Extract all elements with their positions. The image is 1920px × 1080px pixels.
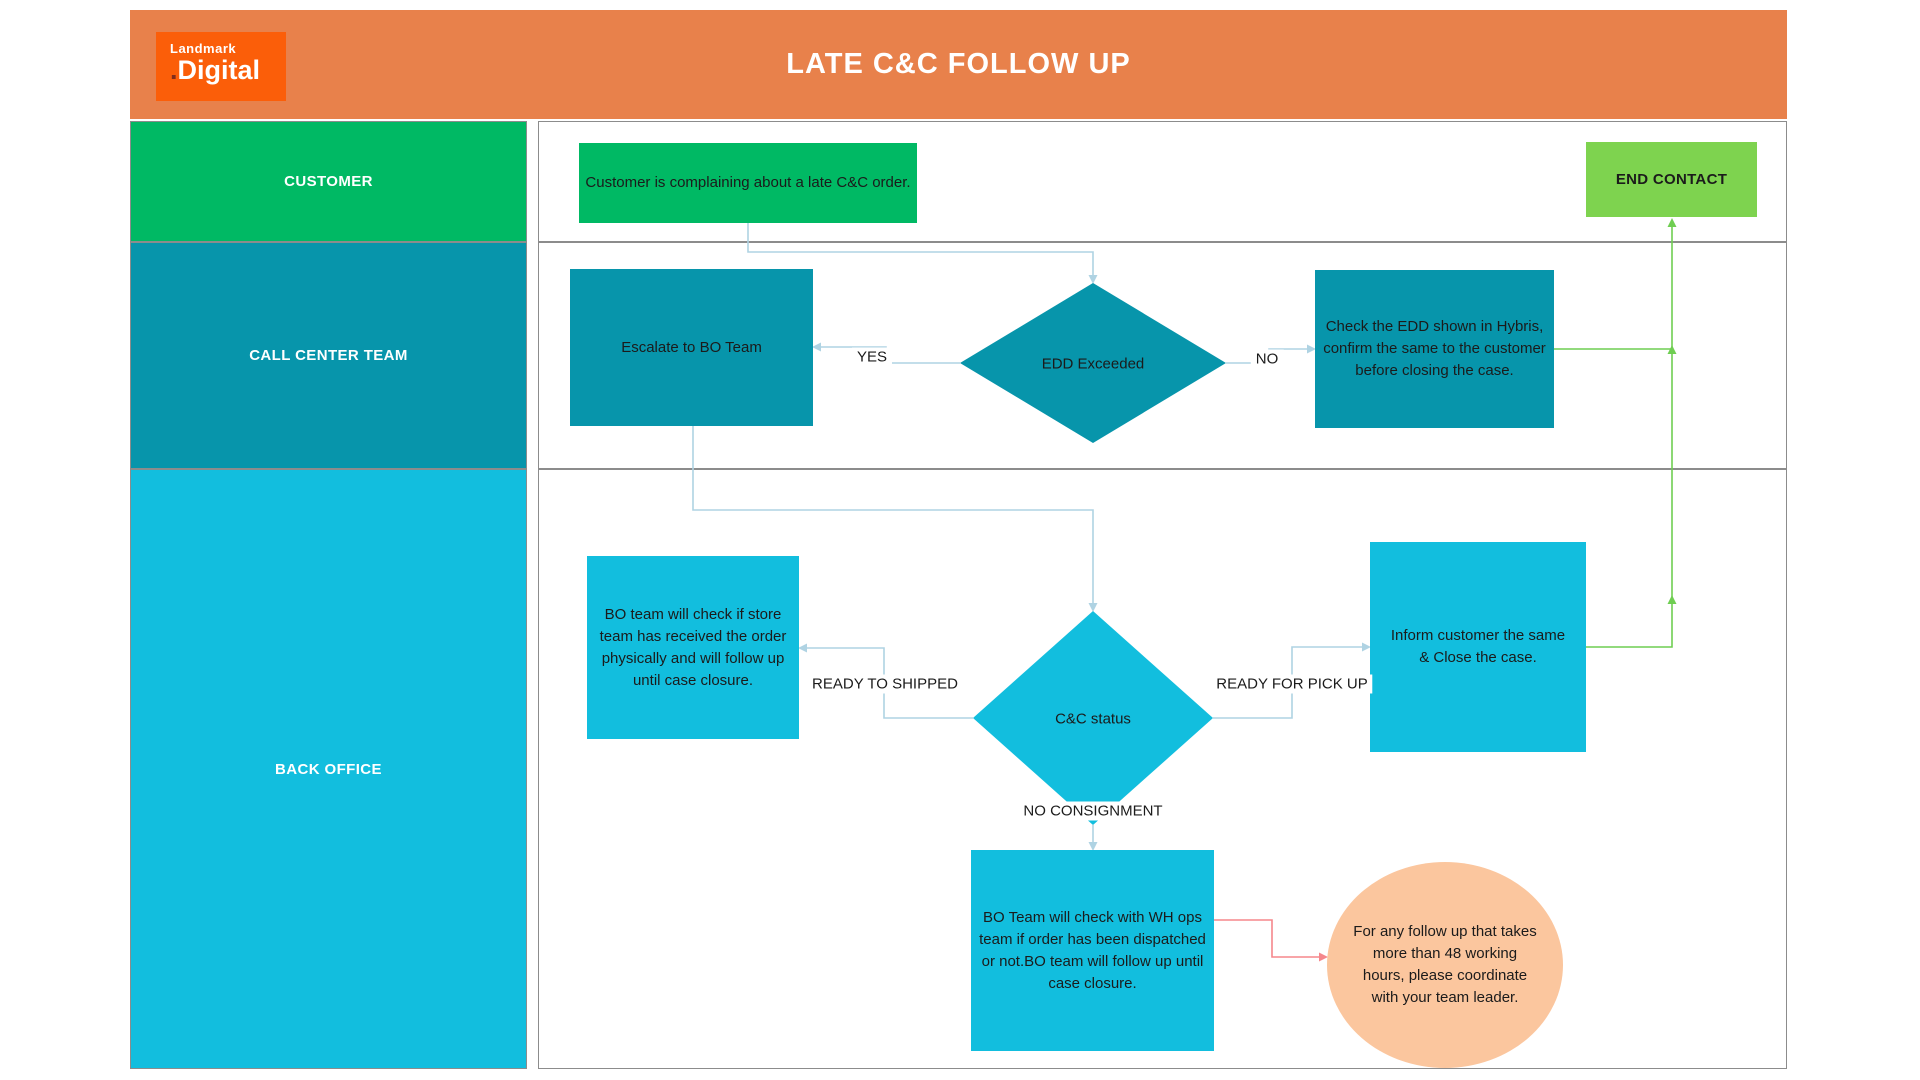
edge-label-yes: YES <box>851 347 893 367</box>
logo-dot: . <box>170 55 178 85</box>
edd-exceeded-diamond-label: EDD Exceeded <box>1041 355 1145 373</box>
header-band <box>130 10 1787 119</box>
lane-customer-label: CUSTOMER <box>284 173 373 190</box>
lane-back-office: BACK OFFICE <box>130 469 527 1069</box>
lane-customer: CUSTOMER <box>130 121 527 242</box>
cc-status-diamond-label: C&C status <box>1055 710 1131 728</box>
edge-label-ready-for-pick-up: READY FOR PICK UP <box>1211 674 1373 694</box>
edge-label-ready-to-shipped: READY TO SHIPPED <box>807 674 963 694</box>
page-title: LATE C&C FOLLOW UP <box>786 48 1131 80</box>
node-end-contact: END CONTACT <box>1586 142 1757 217</box>
lane-back-office-label: BACK OFFICE <box>275 760 382 778</box>
node-customer-complaint: Customer is complaining about a late C&C… <box>579 143 917 223</box>
edge-label-no-consignment: NO CONSIGNMENT <box>1018 801 1168 821</box>
node-check-edd-hybris: Check the EDD shown in Hybris, confirm t… <box>1315 270 1554 428</box>
edge-label-no: NO <box>1250 349 1284 369</box>
lane-call-center-label: CALL CENTER TEAM <box>249 347 408 364</box>
node-escalate-to-bo-team: Escalate to BO Team <box>570 269 813 426</box>
logo-digital-text: .Digital <box>170 55 261 85</box>
node-team-leader-note-ellipse: For any follow up that takes more than 4… <box>1327 862 1563 1068</box>
node-bo-store-check: BO team will check if store team has rec… <box>587 556 799 739</box>
lane-call-center: CALL CENTER TEAM <box>130 242 527 469</box>
landmark-digital-logo: Landmark .Digital <box>156 32 286 101</box>
logo-landmark-text: Landmark <box>170 41 237 56</box>
node-inform-customer-close-case: Inform customer the same & Close the cas… <box>1370 542 1586 752</box>
node-wh-ops-check: BO Team will check with WH ops team if o… <box>971 850 1214 1051</box>
